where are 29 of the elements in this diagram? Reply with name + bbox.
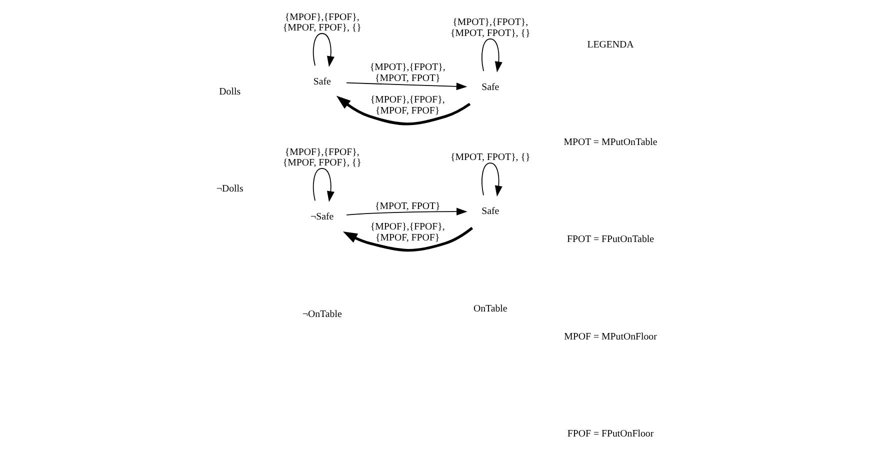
label: ¬OnTable	[302, 308, 342, 320]
arrow	[346, 82, 468, 90]
arrow	[346, 208, 468, 216]
edge-label: {MPOT},{FPOT}, {MPOT, FPOT}, {}	[450, 17, 530, 40]
label: ¬Dolls	[216, 184, 244, 195]
edge-label: {MPOT, FPOT}	[374, 200, 440, 212]
arrow	[312, 33, 334, 67]
edge-label: {MPOT, FPOT}, {}	[450, 152, 530, 164]
label: Dolls	[219, 86, 241, 98]
label: OnTable	[473, 303, 508, 314]
arrow	[482, 38, 502, 72]
arrow	[482, 162, 502, 197]
arrow	[336, 96, 471, 126]
node-text: Safe	[313, 76, 331, 88]
label: MPOT = MPutOnTable	[564, 136, 658, 148]
arrow	[312, 168, 334, 202]
label: FPOF = FPutOnFloor	[567, 428, 654, 440]
edge-label: {MPOT},{FPOT}, {MPOT, FPOT}	[370, 62, 446, 84]
arrow	[342, 226, 474, 252]
edge-label: {MPOF},{FPOF}, {MPOF, FPOF}, {}	[282, 146, 362, 169]
node-text: ¬Safe	[310, 212, 334, 223]
node-text: Safe	[482, 82, 500, 93]
label: FPOT = FPutOnTable	[567, 234, 654, 246]
edge-label: {MPOF},{FPOF}, {MPOF, FPOF}	[370, 221, 445, 244]
label: LEGENDA	[587, 40, 634, 51]
node-text: Safe	[482, 206, 500, 218]
edge-label: {MPOF},{FPOF}, {MPOF, FPOF}, {}	[282, 12, 362, 34]
edge-label: {MPOF},{FPOF}, {MPOF, FPOF}	[370, 94, 445, 116]
label: MPOF = MPutOnFloor	[564, 331, 657, 342]
